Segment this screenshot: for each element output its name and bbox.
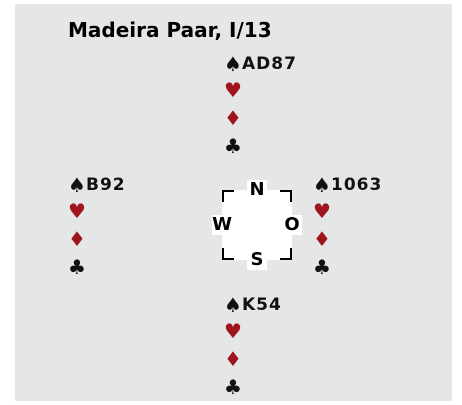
- heart-icon: ♥: [68, 199, 86, 223]
- south-hearts-row: ♥: [224, 319, 242, 343]
- east-spades-row: ♠1063: [313, 173, 382, 197]
- heart-icon: ♥: [224, 319, 242, 343]
- west-hearts-row: ♥: [68, 199, 86, 223]
- south-spades-row: ♠K54: [224, 293, 282, 317]
- club-icon: ♣: [313, 255, 331, 279]
- diamond-icon: ♦: [68, 227, 86, 251]
- club-icon: ♣: [68, 255, 86, 279]
- spade-icon: ♠: [68, 173, 86, 197]
- south-spades-cards: K54: [242, 295, 282, 315]
- compass-west-label: W: [212, 214, 232, 235]
- west-diamonds-row: ♦: [68, 227, 86, 251]
- spade-icon: ♠: [224, 293, 242, 317]
- diamond-icon: ♦: [224, 347, 242, 371]
- east-spades-cards: 1063: [331, 175, 383, 195]
- west-spades-cards: B92: [86, 175, 126, 195]
- spade-icon: ♠: [313, 173, 331, 197]
- compass-corner: [280, 248, 292, 260]
- compass-corner: [280, 190, 292, 202]
- north-spades-row: ♠AD87: [224, 52, 297, 76]
- north-clubs-row: ♣: [224, 134, 242, 158]
- diamond-icon: ♦: [313, 227, 331, 251]
- heart-icon: ♥: [224, 78, 242, 102]
- compass-box: N S W O: [212, 180, 302, 270]
- compass-corner: [222, 190, 234, 202]
- compass-corner: [222, 248, 234, 260]
- east-diamonds-row: ♦: [313, 227, 331, 251]
- north-spades-cards: AD87: [242, 54, 297, 74]
- spade-icon: ♠: [224, 52, 242, 76]
- north-hearts-row: ♥: [224, 78, 242, 102]
- diamond-icon: ♦: [224, 106, 242, 130]
- east-hearts-row: ♥: [313, 199, 331, 223]
- south-clubs-row: ♣: [224, 375, 242, 399]
- club-icon: ♣: [224, 375, 242, 399]
- compass-east-label: O: [282, 215, 302, 235]
- heart-icon: ♥: [313, 199, 331, 223]
- diagram-title: Madeira Paar, I/13: [68, 18, 272, 42]
- club-icon: ♣: [224, 134, 242, 158]
- east-clubs-row: ♣: [313, 255, 331, 279]
- west-spades-row: ♠B92: [68, 173, 126, 197]
- compass-north-label: N: [247, 180, 267, 200]
- west-clubs-row: ♣: [68, 255, 86, 279]
- compass-south-label: S: [247, 250, 267, 270]
- north-diamonds-row: ♦: [224, 106, 242, 130]
- south-diamonds-row: ♦: [224, 347, 242, 371]
